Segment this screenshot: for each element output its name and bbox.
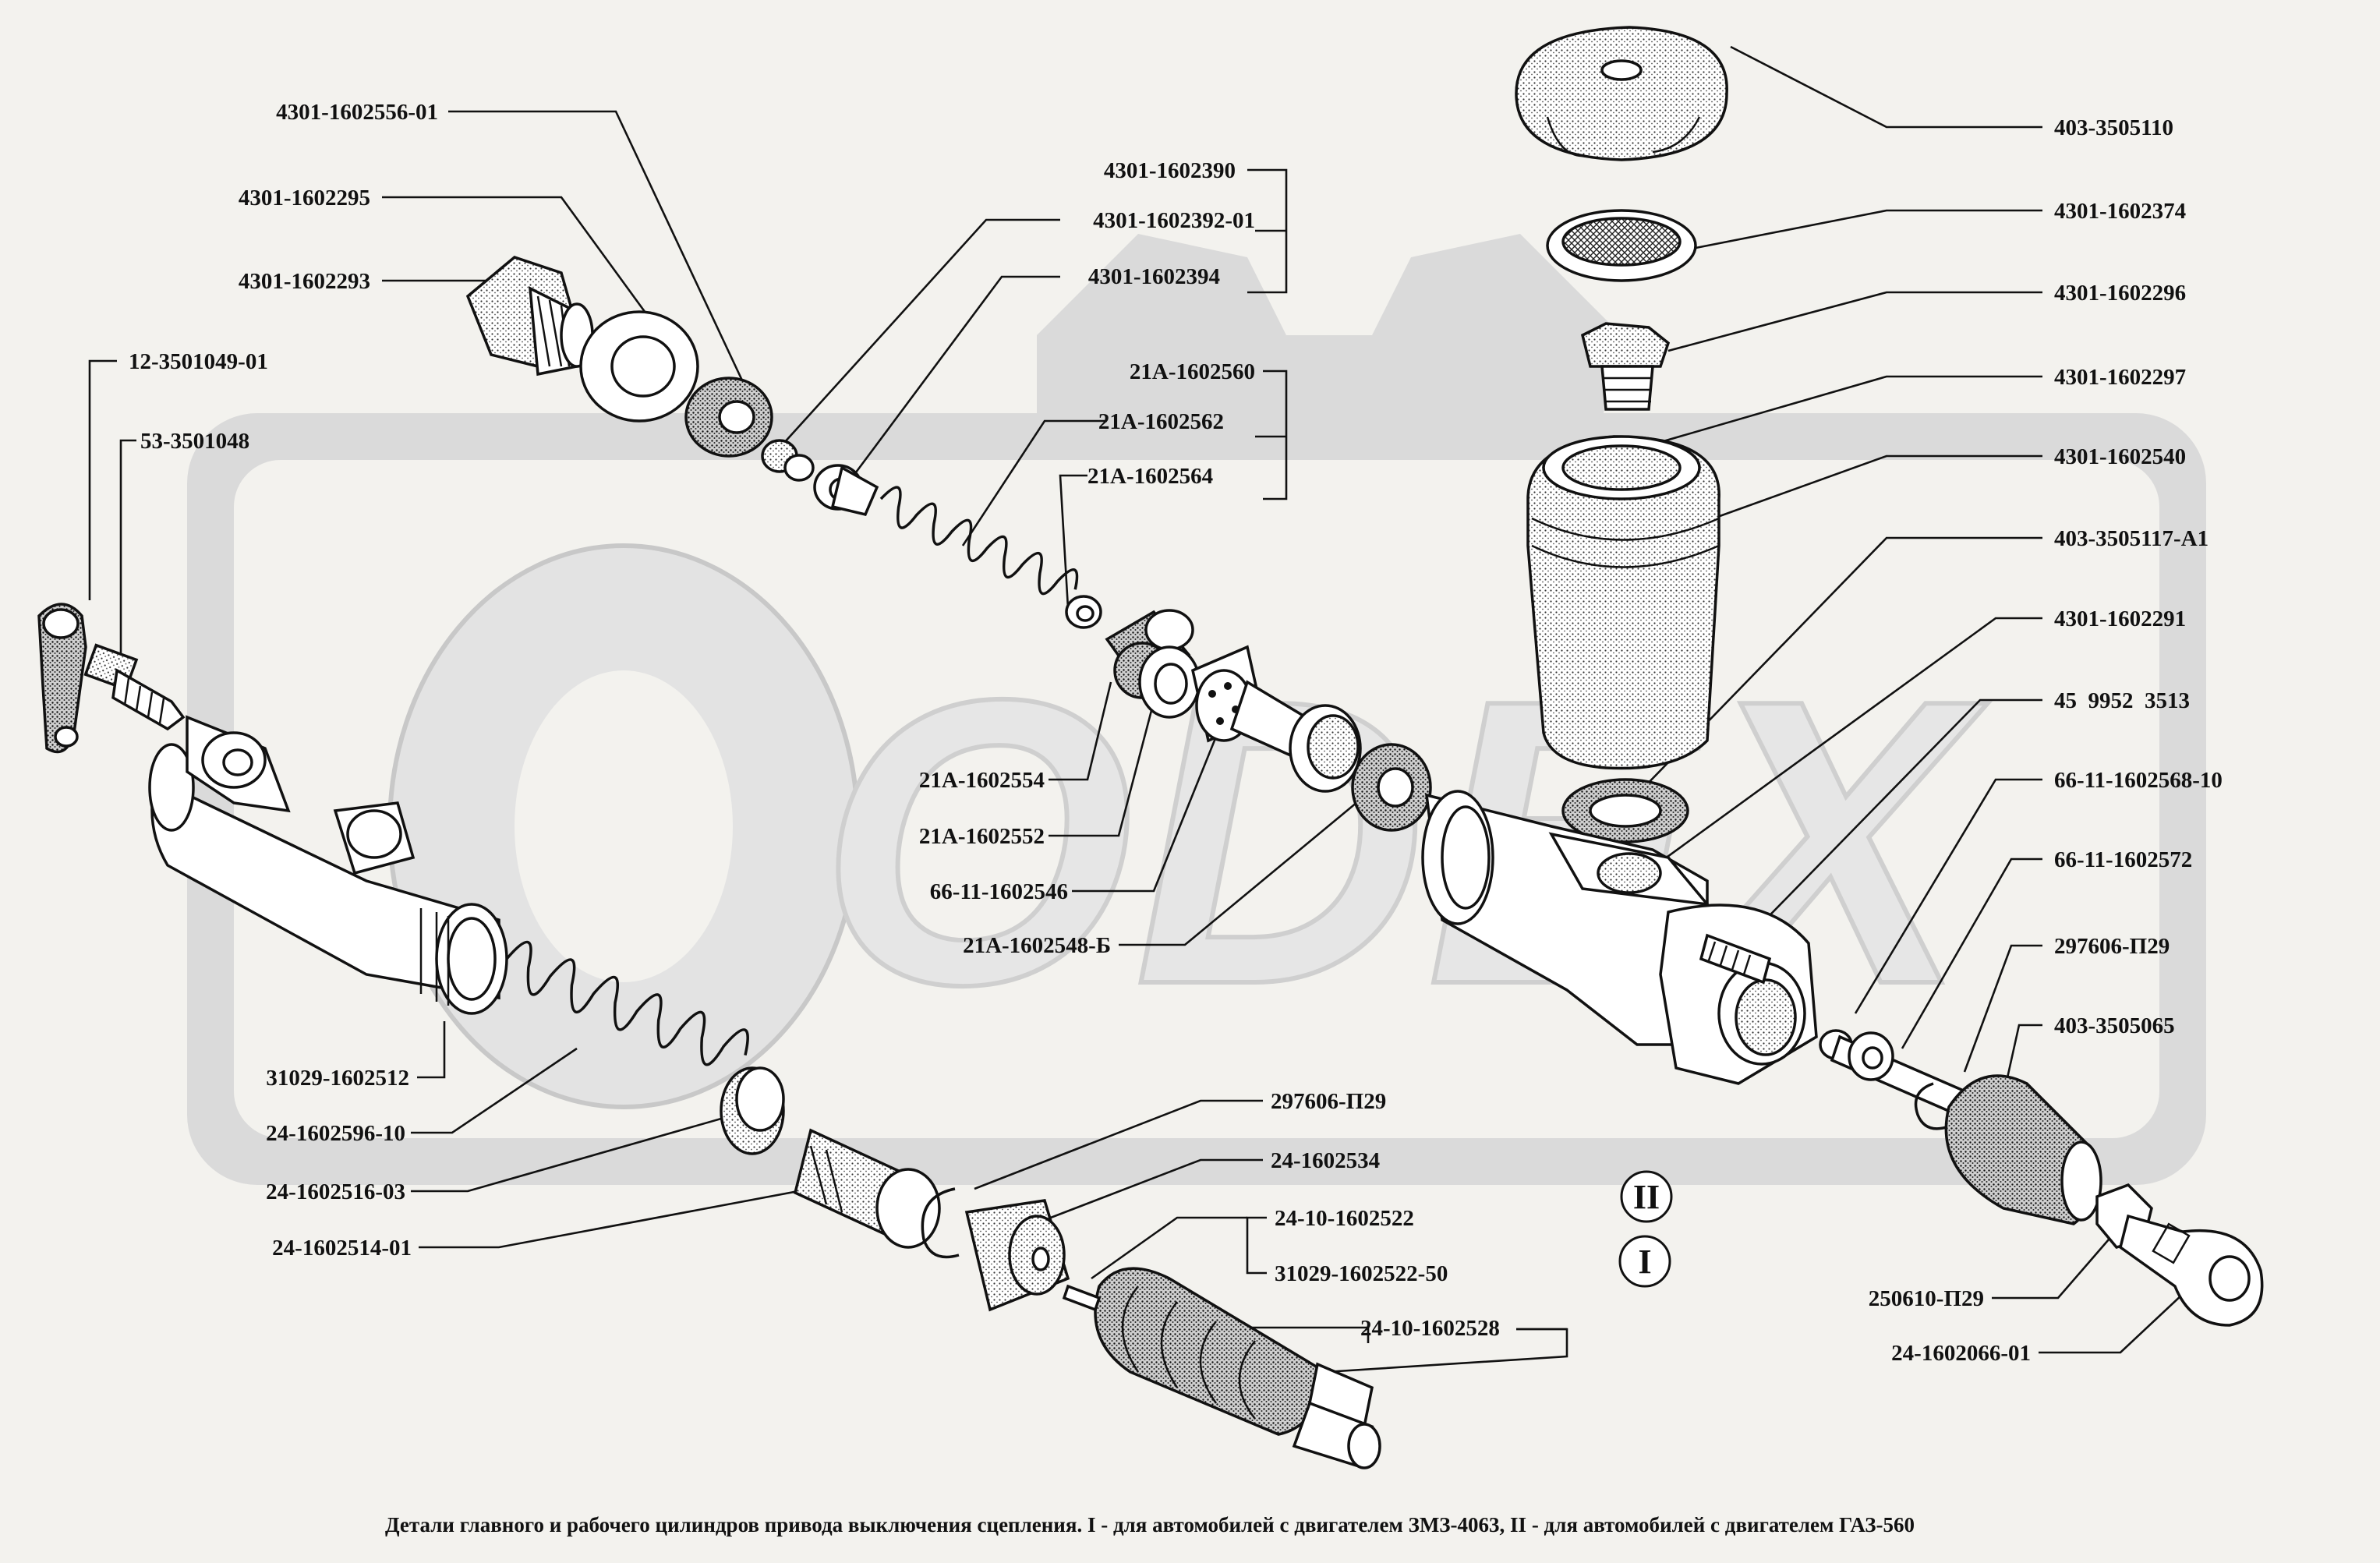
part-label: 4301-1602291	[2054, 606, 2186, 631]
diagram-caption: Детали главного и рабочего цилиндров при…	[385, 1513, 1915, 1536]
part-label: 24-1602596-10	[266, 1121, 405, 1146]
part-label: 4301-1602293	[239, 269, 370, 294]
reservoir-gasket-part	[1561, 778, 1689, 843]
part-labels: 4301-1602556-01 4301-1602295 4301-160229…	[129, 100, 2223, 1366]
plug-nut-part	[465, 256, 594, 377]
piston-washer-part	[1138, 645, 1201, 719]
part-label: 31029-1602522-50	[1275, 1261, 1448, 1286]
part-label: 21А-1602560	[1130, 359, 1255, 384]
part-label: 21А-1602564	[1087, 464, 1213, 489]
part-label: 21А-1602548-Б	[963, 933, 1111, 958]
leader-lines	[88, 45, 2184, 1374]
piston-seal-part	[1351, 743, 1432, 832]
part-label: 21А-1602552	[919, 824, 1045, 849]
part-label: 66-11-1602572	[2054, 847, 2192, 872]
pushrod-washer-part	[1848, 1031, 1894, 1081]
spring-seat-part	[813, 464, 879, 517]
reservoir-group	[1515, 26, 1728, 843]
reservoir-fitting-part	[1580, 322, 1671, 411]
rubber-boot-part	[1094, 1267, 1327, 1436]
piston-cup-part	[720, 1066, 785, 1155]
part-label: 4301-1602297	[2054, 365, 2186, 390]
part-label: 4301-1602394	[1088, 264, 1220, 289]
return-spring-part	[505, 940, 749, 1066]
reservoir-body-part	[1526, 435, 1720, 770]
part-label: 66-11-1602546	[930, 879, 1068, 904]
spring-cup-part	[1065, 595, 1102, 629]
bleeder-valve-part	[83, 643, 186, 731]
pusher-part	[964, 1199, 1070, 1312]
snap-ring-part	[1914, 1082, 1950, 1130]
part-label: 4301-1602390	[1104, 158, 1236, 183]
part-label: 24-1602534	[1271, 1148, 1380, 1173]
part-label: 4301-1602374	[2054, 199, 2186, 224]
retaining-ring-part	[921, 1187, 960, 1259]
pushrod-clevis-group	[1819, 1029, 2264, 1327]
bleeder-cap-part	[37, 603, 87, 754]
watermark-gear	[1037, 234, 1621, 437]
part-label: 21А-1602562	[1098, 409, 1224, 434]
master-piston-group	[1105, 609, 1432, 832]
version-markers: II I	[1618, 1170, 1673, 1288]
part-label: 297606-П29	[1271, 1089, 1386, 1114]
push-rod-part	[1062, 1284, 1381, 1469]
part-label: 21А-1602554	[919, 768, 1045, 793]
slave-cylinder-group	[37, 603, 1381, 1469]
part-label: 4301-1602556-01	[276, 100, 438, 125]
part-label: 4301-1602296	[2054, 281, 2186, 306]
mounting-stud-part	[1699, 933, 1772, 985]
copper-washer-part	[579, 310, 699, 423]
part-label: 403-3505117-А1	[2054, 526, 2208, 551]
part-label: 4301-1602540	[2054, 444, 2186, 469]
part-label: 24-1602514-01	[272, 1236, 412, 1261]
reservoir-cap-part	[1515, 26, 1728, 161]
part-label: 4301-1602392-01	[1093, 208, 1255, 233]
part-label: 24-1602516-03	[266, 1179, 405, 1204]
part-label: 403-3505065	[2054, 1013, 2175, 1038]
part-label: 403-3505110	[2054, 115, 2173, 140]
marker-one-circle	[1618, 1235, 1671, 1288]
part-label: 24-10-1602522	[1275, 1206, 1414, 1231]
part-label: 12-3501049-01	[129, 349, 268, 374]
part-label: 66-11-1602568-10	[2054, 768, 2223, 793]
clevis-part	[2119, 1214, 2264, 1327]
part-label: 250610-П29	[1869, 1286, 1984, 1311]
master-boot-part	[1944, 1074, 2102, 1225]
part-label: 4301-1602295	[239, 186, 370, 210]
marker-two: II	[1633, 1178, 1660, 1216]
valve-seal-part	[684, 377, 773, 458]
part-label: 31029-1602512	[266, 1066, 409, 1091]
marker-one: I	[1638, 1243, 1651, 1281]
marker-two-circle	[1620, 1170, 1673, 1223]
check-valve-part	[761, 439, 815, 482]
master-spring-part	[879, 486, 1079, 596]
master-inlet-group	[465, 256, 1102, 629]
master-cylinder-body-group	[1421, 790, 1818, 1085]
part-label: 297606-П29	[2054, 934, 2170, 959]
secondary-cup-part	[1289, 704, 1362, 793]
part-label: 53-3501048	[140, 429, 249, 454]
part-label: 24-10-1602528	[1360, 1316, 1500, 1341]
part-label: 45 9952 3513	[2054, 688, 2190, 713]
filter-screen-part	[1546, 209, 1697, 282]
part-label: 24-1602066-01	[1891, 1341, 2031, 1366]
